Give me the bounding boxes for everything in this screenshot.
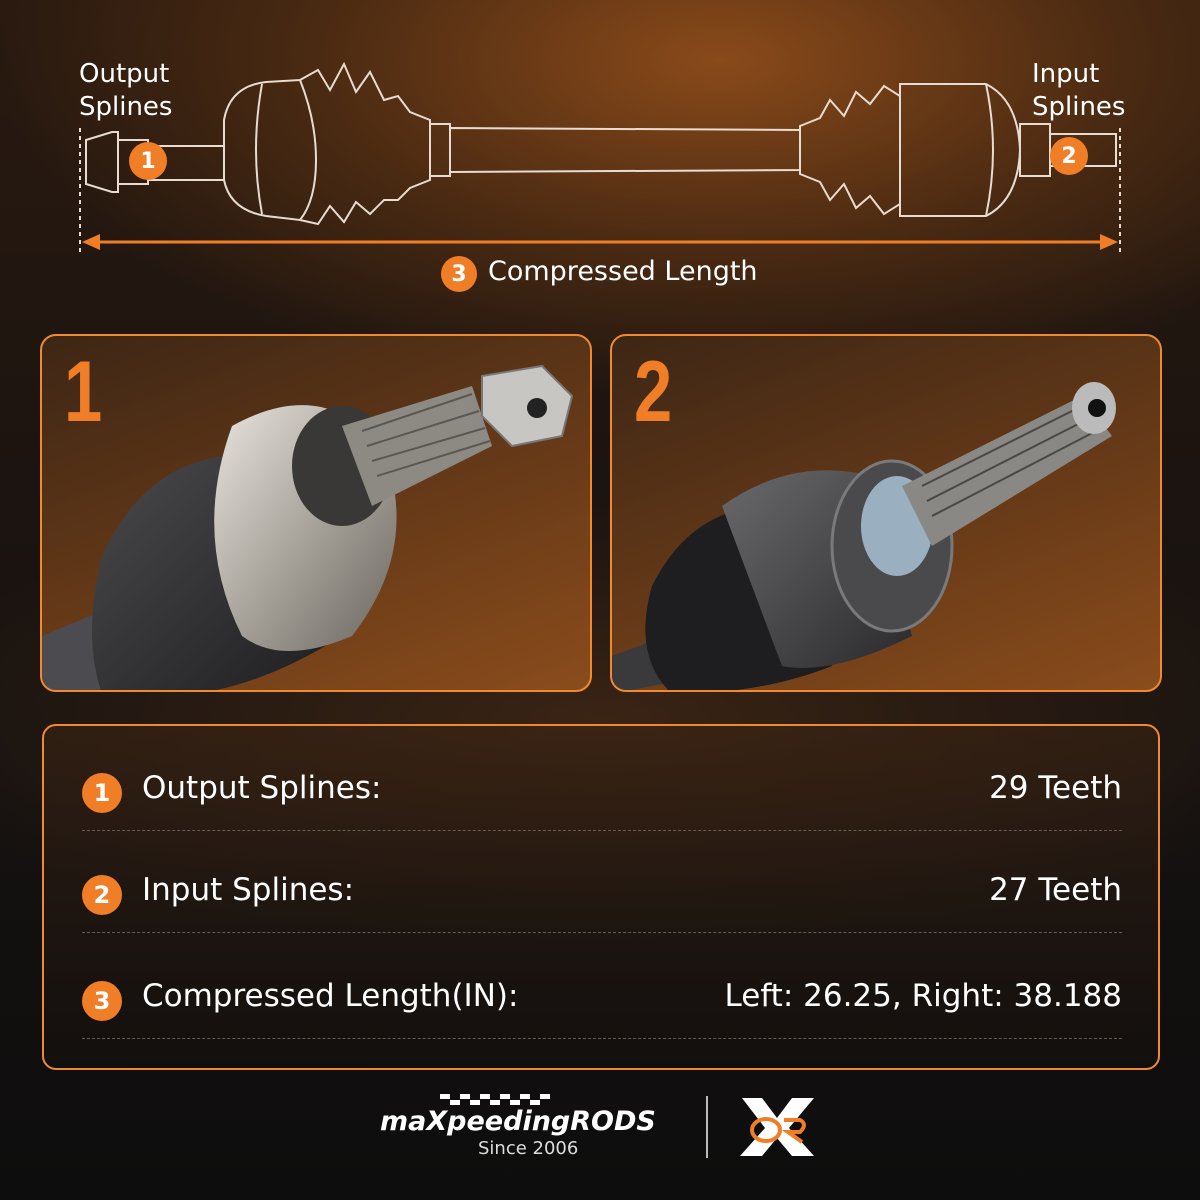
input-label-line2: Splines xyxy=(1032,92,1126,122)
spec-value-input: 27 Teeth xyxy=(989,872,1122,908)
panel-2-number: 2 xyxy=(634,344,673,440)
output-splines-label: Output Splines xyxy=(79,58,172,124)
output-splines-panel: 1 xyxy=(40,334,592,692)
badge-1: 1 xyxy=(129,142,167,180)
axle-diagram: Output Splines Input Splines 1 2 3 Compr… xyxy=(0,0,1200,320)
brand-logo: maXpeedingRODS xyxy=(380,1106,656,1137)
since-label: Since 2006 xyxy=(478,1138,579,1159)
specs-table: 1 Output Splines: 29 Teeth 2 Input Splin… xyxy=(42,724,1160,1070)
spec-row-length: 3 Compressed Length(IN): Left: 26.25, Ri… xyxy=(82,968,1122,1039)
output-label-line2: Splines xyxy=(79,92,173,122)
input-splines-panel: 2 xyxy=(610,334,1162,692)
panel-1-number: 1 xyxy=(64,344,103,440)
spec-value-output: 29 Teeth xyxy=(989,770,1122,806)
spec-value-length: Left: 26.25, Right: 38.188 xyxy=(724,978,1122,1014)
compressed-length-label: Compressed Length xyxy=(488,256,758,287)
or-x-logo-icon xyxy=(740,1098,814,1156)
badge-3: 3 xyxy=(441,256,477,292)
outer-cv-joint-icon xyxy=(42,364,574,690)
spec-row-output: 1 Output Splines: 29 Teeth xyxy=(82,760,1122,831)
input-label-line1: Input xyxy=(1032,59,1100,89)
spec-label-output: Output Splines: xyxy=(142,770,382,806)
spec-badge-1: 1 xyxy=(82,773,122,813)
spec-label-length: Compressed Length(IN): xyxy=(142,978,519,1014)
spec-badge-2: 2 xyxy=(82,875,122,915)
inner-cv-joint-icon xyxy=(612,382,1116,690)
spec-label-input: Input Splines: xyxy=(142,872,355,908)
checkered-flag-icon xyxy=(440,1094,550,1105)
output-label-line1: Output xyxy=(79,59,170,89)
input-splines-label: Input Splines xyxy=(1032,58,1125,124)
footer: maXpeedingRODS Since 2006 xyxy=(0,1090,1200,1170)
spec-badge-3: 3 xyxy=(82,981,122,1021)
footer-divider xyxy=(706,1096,708,1158)
badge-2: 2 xyxy=(1050,137,1088,175)
spec-row-input: 2 Input Splines: 27 Teeth xyxy=(82,862,1122,933)
